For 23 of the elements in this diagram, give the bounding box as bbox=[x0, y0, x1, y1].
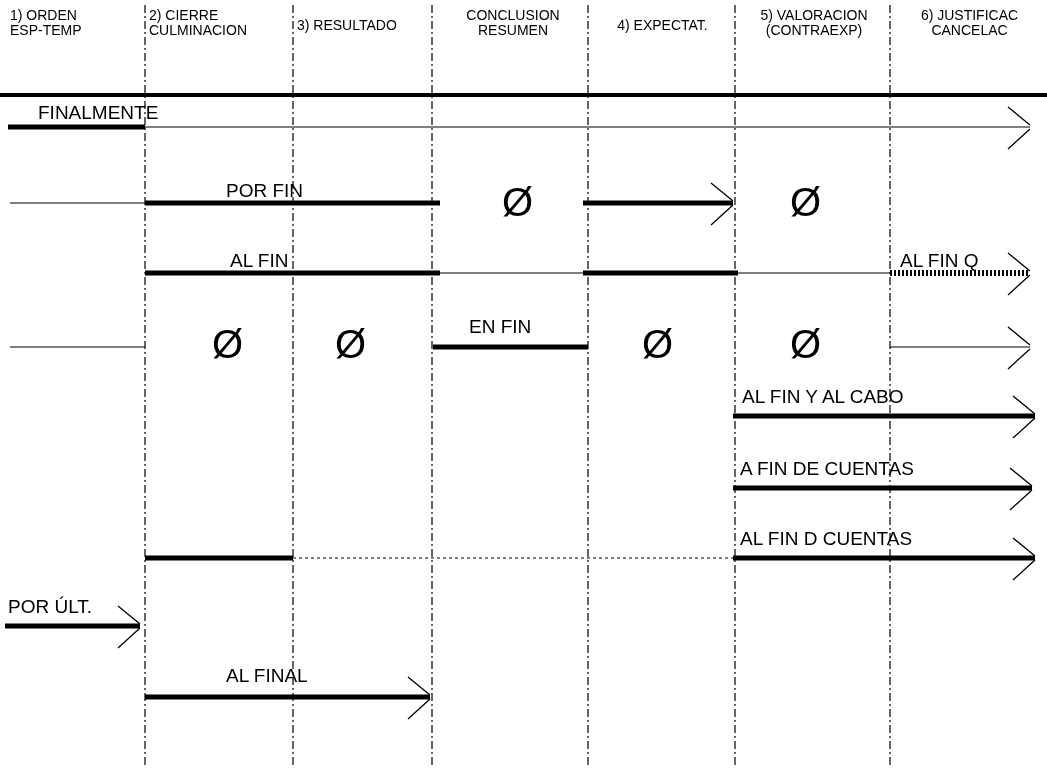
expression-label: AL FIN bbox=[230, 250, 289, 272]
expression-label: AL FINAL bbox=[226, 665, 308, 687]
column-header: 3) RESULTADO bbox=[297, 18, 398, 33]
null-symbol: Ø bbox=[642, 324, 674, 364]
column-header: CONCLUSION RESUMEN bbox=[465, 8, 561, 38]
expression-label: POR ÚLT. bbox=[8, 596, 93, 618]
expression-label: POR FIN bbox=[226, 180, 304, 202]
null-symbol: Ø bbox=[335, 324, 367, 364]
null-symbol: Ø bbox=[212, 324, 244, 364]
expression-label: AL FIN D CUENTAS bbox=[740, 528, 913, 550]
expression-label: EN FIN bbox=[469, 316, 532, 338]
column-header: 5) VALORACION (CONTRAEXP) bbox=[759, 8, 869, 38]
column-header: 1) ORDEN ESP-TEMP bbox=[10, 8, 83, 38]
expression-label: A FIN DE CUENTAS bbox=[740, 458, 914, 480]
null-symbol: Ø bbox=[790, 324, 822, 364]
column-header: 2) CIERRE CULMINACION bbox=[149, 8, 248, 38]
expression-label: AL FIN Y AL CABO bbox=[742, 386, 904, 408]
null-symbol: Ø bbox=[790, 182, 822, 222]
column-header: 4) EXPECTAT. bbox=[616, 18, 709, 33]
null-symbol: Ø bbox=[502, 182, 534, 222]
column-header: 6) JUSTIFICAC CANCELAC bbox=[919, 8, 1020, 38]
expression-label: AL FIN Q bbox=[900, 250, 979, 272]
expression-label: FINALMENTE bbox=[38, 102, 159, 124]
